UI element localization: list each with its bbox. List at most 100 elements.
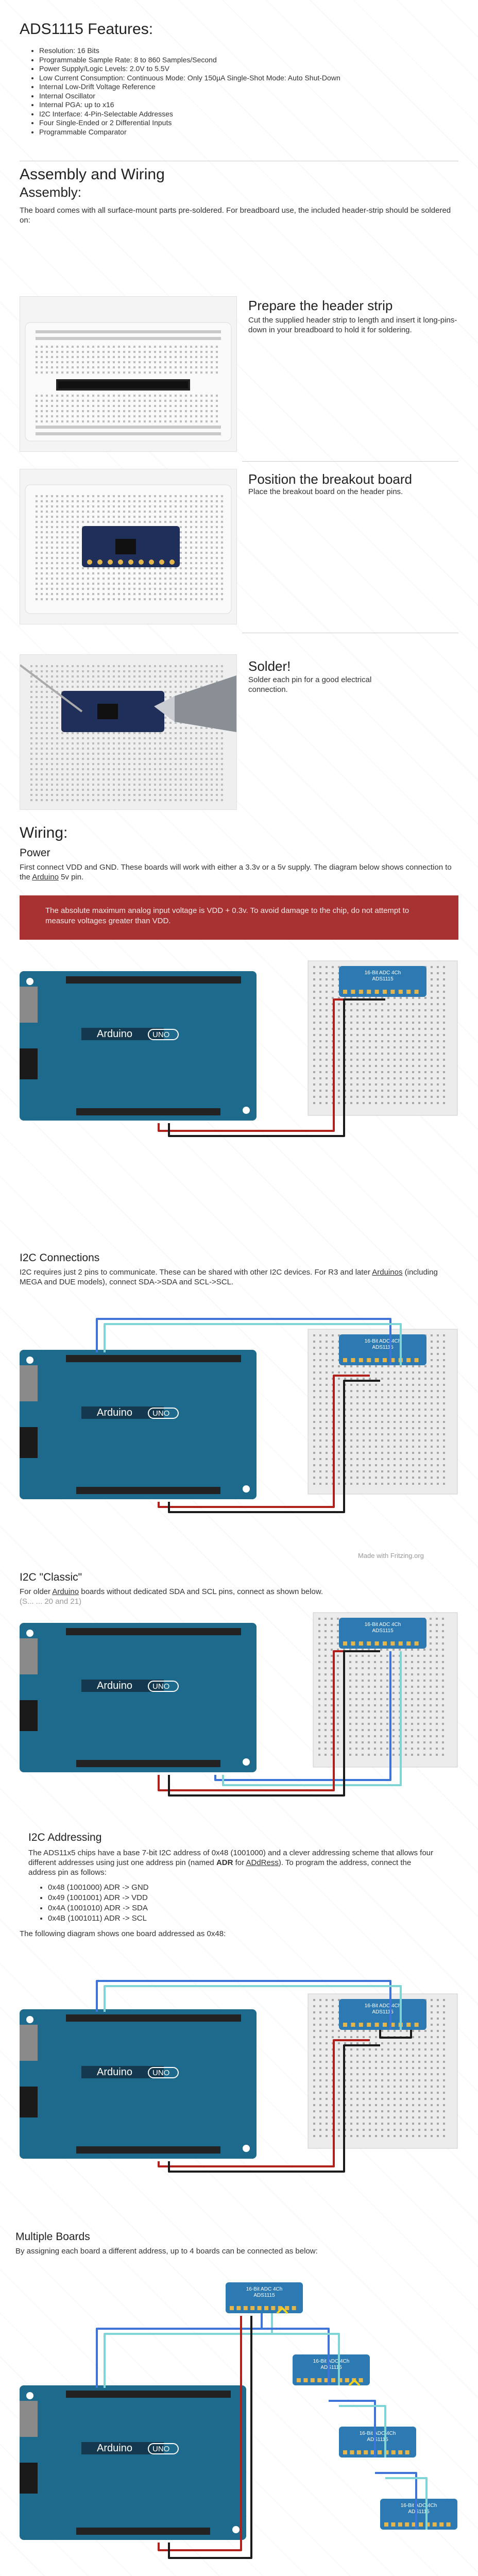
addressing-title: I2C Addressing — [28, 1832, 102, 1843]
wire — [385, 2477, 428, 2530]
wire — [329, 2400, 376, 2458]
board-label: 16-Bit ADC 4Ch — [365, 1622, 401, 1628]
power-title: Power — [20, 847, 50, 859]
multiple-title: Multiple Boards — [15, 2231, 90, 2243]
wire — [379, 2030, 412, 2039]
arduino-link-classic[interactable]: Arduino — [52, 1587, 79, 1596]
features-section: ADS1115 Features: Resolution: 16 BitsPro… — [0, 21, 478, 137]
arduino-label: Arduino — [97, 2066, 132, 2078]
board-label: 16-Bit ADC 4Ch — [360, 2431, 396, 2436]
i2c-section: I2C Connections I2C requires just 2 pins… — [0, 1252, 478, 1287]
feature-item: Programmable Comparator — [39, 128, 462, 137]
wire — [168, 2316, 252, 2559]
wire — [168, 998, 385, 1137]
wire — [96, 1318, 391, 1365]
board-chip: ADS1115 — [320, 2365, 342, 2370]
feature-item: Power Supply/Logic Levels: 2.0V to 5.5V — [39, 64, 462, 74]
wire — [214, 1651, 391, 1781]
i2c-classic-section: I2C "Classic" For older Arduino boards w… — [0, 1571, 478, 1606]
step-solder-title: Solder! — [248, 658, 291, 674]
feature-item: Internal PGA: up to x16 — [39, 100, 462, 110]
multiple-boards-section: Multiple Boards By assigning each board … — [0, 2231, 478, 2256]
soldering-photo — [20, 654, 237, 810]
wiring-title: Wiring: — [20, 824, 68, 841]
addressing-section: I2C Addressing The ADS11x5 chips have a … — [0, 1832, 478, 1939]
board-chip: ADS1115 — [408, 2509, 430, 2515]
uno-label: UNO — [152, 1409, 169, 1418]
uno-label: UNO — [152, 2445, 169, 2453]
wire — [222, 1651, 402, 1786]
power-text-a: First connect VDD and GND. These boards … — [20, 863, 452, 882]
uno-label: UNO — [152, 1030, 169, 1039]
board-chip: ADS1115 — [367, 2437, 388, 2443]
arduino-label: Arduino — [97, 1028, 132, 1040]
classic-text-b: boards without dedicated SDA and SCL pin… — [81, 1587, 323, 1596]
wire — [276, 2307, 288, 2314]
arduinos-link[interactable]: Arduinos — [372, 1268, 403, 1277]
address-item: 0x49 (1001001) ADR -> VDD — [48, 1893, 478, 1903]
step-prepare-text: Cut the supplied header strip to length … — [248, 316, 457, 334]
board-label: 16-Bit ADC 4Ch — [365, 1338, 401, 1344]
address-item: 0x48 (1001000) ADR -> GND — [48, 1883, 478, 1893]
step-position-title: Position the breakout board — [248, 471, 412, 487]
i2c-classic-text: For older Arduino boards without dedicat… — [20, 1587, 458, 1597]
features-title: ADS1115 Features: — [20, 21, 153, 38]
address-item: 0x4A (1001010) ADR -> SDA — [48, 1903, 478, 1913]
classic-text-cut: (S... ... 20 and 21) — [20, 1597, 82, 1606]
i2c-classic-title: I2C "Classic" — [20, 1571, 82, 1583]
wire — [168, 1380, 380, 1513]
assembly-section: Assembly and Wiring Assembly: The board … — [0, 166, 478, 225]
board-label: 16-Bit ADC 4Ch — [365, 2003, 401, 2009]
wire — [104, 1985, 402, 2030]
wire — [104, 1323, 402, 1365]
wire — [158, 2039, 370, 2167]
arduino-link[interactable]: Arduino — [32, 873, 59, 882]
wire — [339, 2405, 386, 2458]
wire — [96, 1980, 391, 2030]
assembly-intro: The board comes with all surface-mount p… — [20, 206, 451, 225]
step-position-text: Place the breakout board on the header p… — [248, 487, 403, 496]
address-item: 0x4B (1001011) ADR -> SCL — [48, 1913, 478, 1924]
board-chip: ADS1115 — [372, 1628, 394, 1634]
address-list: 0x48 (1001000) ADR -> GND0x49 (1001001) … — [28, 1883, 478, 1924]
addr-text-b: for — [235, 1858, 245, 1867]
board-label: 16-Bit ADC 4Ch — [401, 2503, 437, 2509]
arduino-board: Arduino UNO — [9, 971, 257, 1121]
wire — [168, 2044, 380, 2173]
power-text: First connect VDD and GND. These boards … — [20, 862, 458, 882]
feature-item: Internal Low-Drift Voltage Reference — [39, 82, 462, 92]
feature-item: Resolution: 16 Bits — [39, 46, 462, 56]
feature-item: Four Single-Ended or 2 Differential Inpu… — [39, 118, 462, 128]
board-label: 16-Bit ADC 4Ch — [313, 2359, 350, 2364]
addr-text-c: ). To program the address, connect the a… — [28, 1858, 412, 1877]
assembly-subtitle: Assembly: — [20, 184, 81, 200]
adr-bold: ADR — [216, 1858, 233, 1867]
feature-item: Programmable Sample Rate: 8 to 860 Sampl… — [39, 56, 462, 65]
features-list: Resolution: 16 BitsProgrammable Sample R… — [20, 46, 462, 137]
wire — [168, 1650, 380, 1797]
i2c-title: I2C Connections — [20, 1252, 100, 1264]
board-label: 16-Bit ADC 4Ch — [365, 970, 401, 976]
board-chip: ADS1115 — [372, 976, 394, 982]
address-link[interactable]: ADdRess — [246, 1858, 279, 1867]
board-chip: ADS1115 — [253, 2293, 275, 2298]
step-solder-text: Solder each pin for a good electrical co… — [248, 675, 372, 694]
arduino-label: Arduino — [97, 1680, 132, 1691]
fritzing-credit: Made with Fritzing.org — [358, 1552, 424, 1560]
divider — [242, 461, 458, 462]
wire — [158, 1375, 370, 1508]
addressing-text: The ADS11x5 chips have a base 7-bit I2C … — [28, 1848, 440, 1877]
